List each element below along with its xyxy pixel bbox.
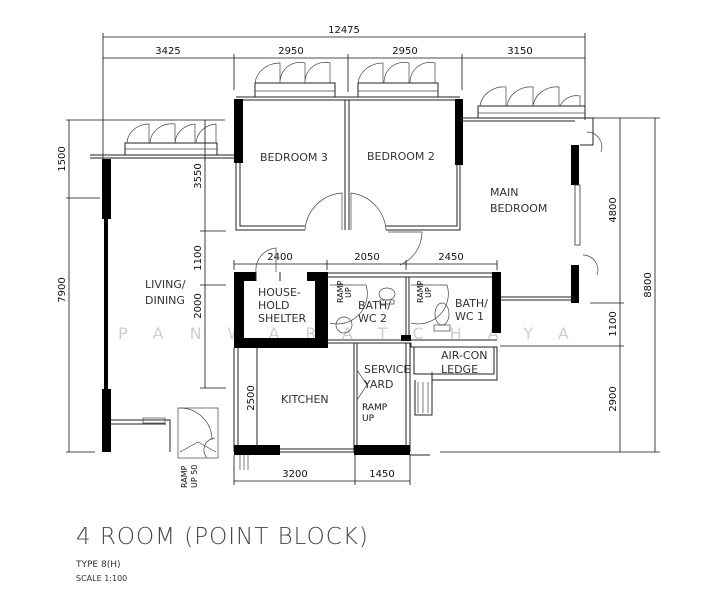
watermark: PANWARATCHAYA <box>118 324 595 343</box>
dim-left-outer-2: 7900 <box>57 277 68 302</box>
label-ramp-wc1-2: UP <box>424 287 433 298</box>
dim-top-2: 2950 <box>278 46 303 57</box>
walls <box>90 96 594 470</box>
dim-right-inner-3: 2900 <box>608 386 619 411</box>
dim-top-1: 3425 <box>155 46 180 57</box>
label-bath-wc2-1: BATH/ <box>358 299 391 312</box>
label-bath-wc2-2: WC 2 <box>358 312 387 325</box>
plan-type: TYPE 8(H) <box>76 560 121 570</box>
label-aircon-ledge-1: AIR-CON <box>441 349 488 362</box>
label-bath-wc1-1: BATH/ <box>455 297 488 310</box>
label-service-yard-1: SERVICE <box>364 363 410 376</box>
label-service-yard-2: YARD <box>363 378 394 391</box>
label-main-bedroom-1: MAIN <box>490 186 519 199</box>
dimension-lines <box>66 33 660 485</box>
label-living-1: LIVING/ <box>145 278 186 291</box>
label-shelter-1: HOUSE- <box>258 286 301 299</box>
plan-title: 4 ROOM (POINT BLOCK) <box>76 524 369 550</box>
dim-left-inner-2: 1100 <box>193 245 204 270</box>
dim-left-inner-1: 3550 <box>193 163 204 188</box>
label-ramp-wc1-1: RAMP <box>416 280 425 303</box>
label-ramp-wc2-2: UP <box>344 287 353 298</box>
dim-overall-width: 12475 <box>328 25 360 36</box>
dim-left-inner-4: 2500 <box>246 385 257 410</box>
label-ramp-entry-2: UP 50 <box>190 465 199 488</box>
dim-right-inner-2: 1100 <box>608 311 619 336</box>
dim-mid-1: 2400 <box>267 252 292 263</box>
plan-scale: SCALE 1:100 <box>76 574 128 583</box>
label-shelter-2: HOLD <box>258 299 290 312</box>
label-main-bedroom-2: BEDROOM <box>490 202 547 215</box>
label-living-2: DINING <box>145 294 185 307</box>
dim-bottom-1: 3200 <box>282 469 307 480</box>
dim-bottom-2: 1450 <box>369 469 394 480</box>
label-ramp-yard-2: UP <box>362 414 375 424</box>
label-ramp-wc2-1: RAMP <box>336 280 345 303</box>
label-bedroom-2: BEDROOM 2 <box>367 150 435 163</box>
label-aircon-ledge-2: LEDGE <box>441 363 478 376</box>
label-shelter-3: SHELTER <box>258 312 306 325</box>
dim-mid-3: 2450 <box>438 252 463 263</box>
dim-right-outer: 8800 <box>643 272 654 297</box>
dim-top-4: 3150 <box>507 46 532 57</box>
label-kitchen: KITCHEN <box>281 393 329 406</box>
dim-left-outer-1: 1500 <box>57 146 68 171</box>
label-bedroom-3: BEDROOM 3 <box>260 151 328 164</box>
dim-mid-2: 2050 <box>354 252 379 263</box>
windows <box>124 62 586 156</box>
doors <box>177 131 603 459</box>
label-ramp-entry-1: RAMP <box>180 465 189 488</box>
dim-left-inner-3: 2000 <box>193 293 204 318</box>
label-ramp-yard-1: RAMP <box>362 403 388 413</box>
label-bath-wc1-2: WC 1 <box>455 310 484 323</box>
dim-right-inner-1: 4800 <box>608 197 619 222</box>
dim-top-3: 2950 <box>392 46 417 57</box>
